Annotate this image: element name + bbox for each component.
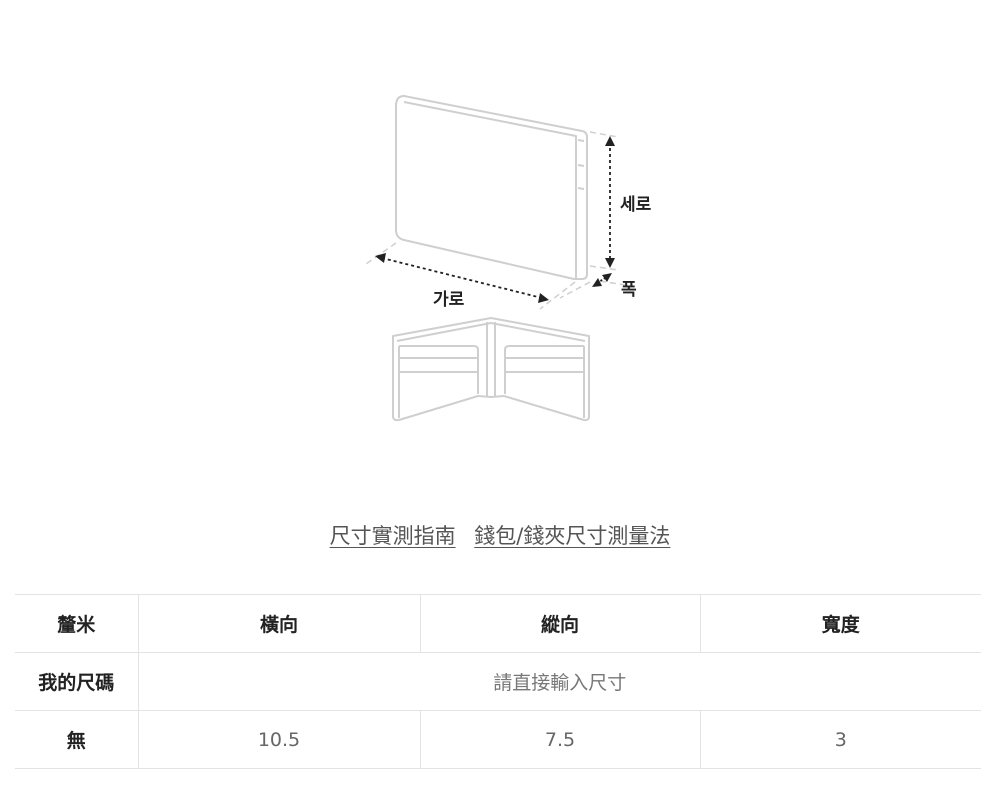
my-size-row: 我的尺碼 請直接輸入尺寸 [15, 652, 981, 711]
depth-label: 폭 [621, 280, 637, 300]
width-arrow [375, 253, 549, 303]
size-table: 釐米 橫向 縱向 寬度 我的尺碼 請直接輸入尺寸 無 10.5 7.5 3 [15, 594, 981, 769]
closed-wallet-illustration [395, 95, 588, 280]
height-arrow [605, 136, 615, 268]
width-value: 10.5 [137, 710, 420, 769]
header-depth: 寬度 [699, 594, 981, 653]
height-value: 7.5 [419, 710, 700, 769]
table-header-row: 釐米 橫向 縱向 寬度 [15, 594, 981, 653]
wallet-measurement-svg: 세로 가로 폭 [365, 95, 652, 422]
header-width: 橫向 [137, 594, 420, 653]
my-size-input[interactable]: 請直接輸入尺寸 [137, 652, 981, 711]
guide-links: 尺寸實測指南 錢包/錢夾尺寸測量法 [0, 520, 1000, 550]
width-label: 가로 [433, 290, 465, 310]
wallet-measurement-diagram: 세로 가로 폭 [365, 95, 652, 422]
depth-arrow [592, 273, 612, 287]
height-label: 세로 [620, 195, 652, 215]
size-guide-link[interactable]: 尺寸實測指南 [329, 524, 456, 548]
table-row: 無 10.5 7.5 3 [15, 710, 981, 769]
wallet-measure-link[interactable]: 錢包/錢夾尺寸測量法 [474, 524, 671, 548]
dimension-guides [365, 131, 626, 310]
depth-value: 3 [699, 710, 981, 769]
my-size-label: 我的尺碼 [15, 652, 138, 711]
open-wallet-illustration [392, 317, 590, 422]
header-unit: 釐米 [15, 594, 138, 653]
row-label: 無 [15, 710, 138, 769]
header-height: 縱向 [419, 594, 700, 653]
